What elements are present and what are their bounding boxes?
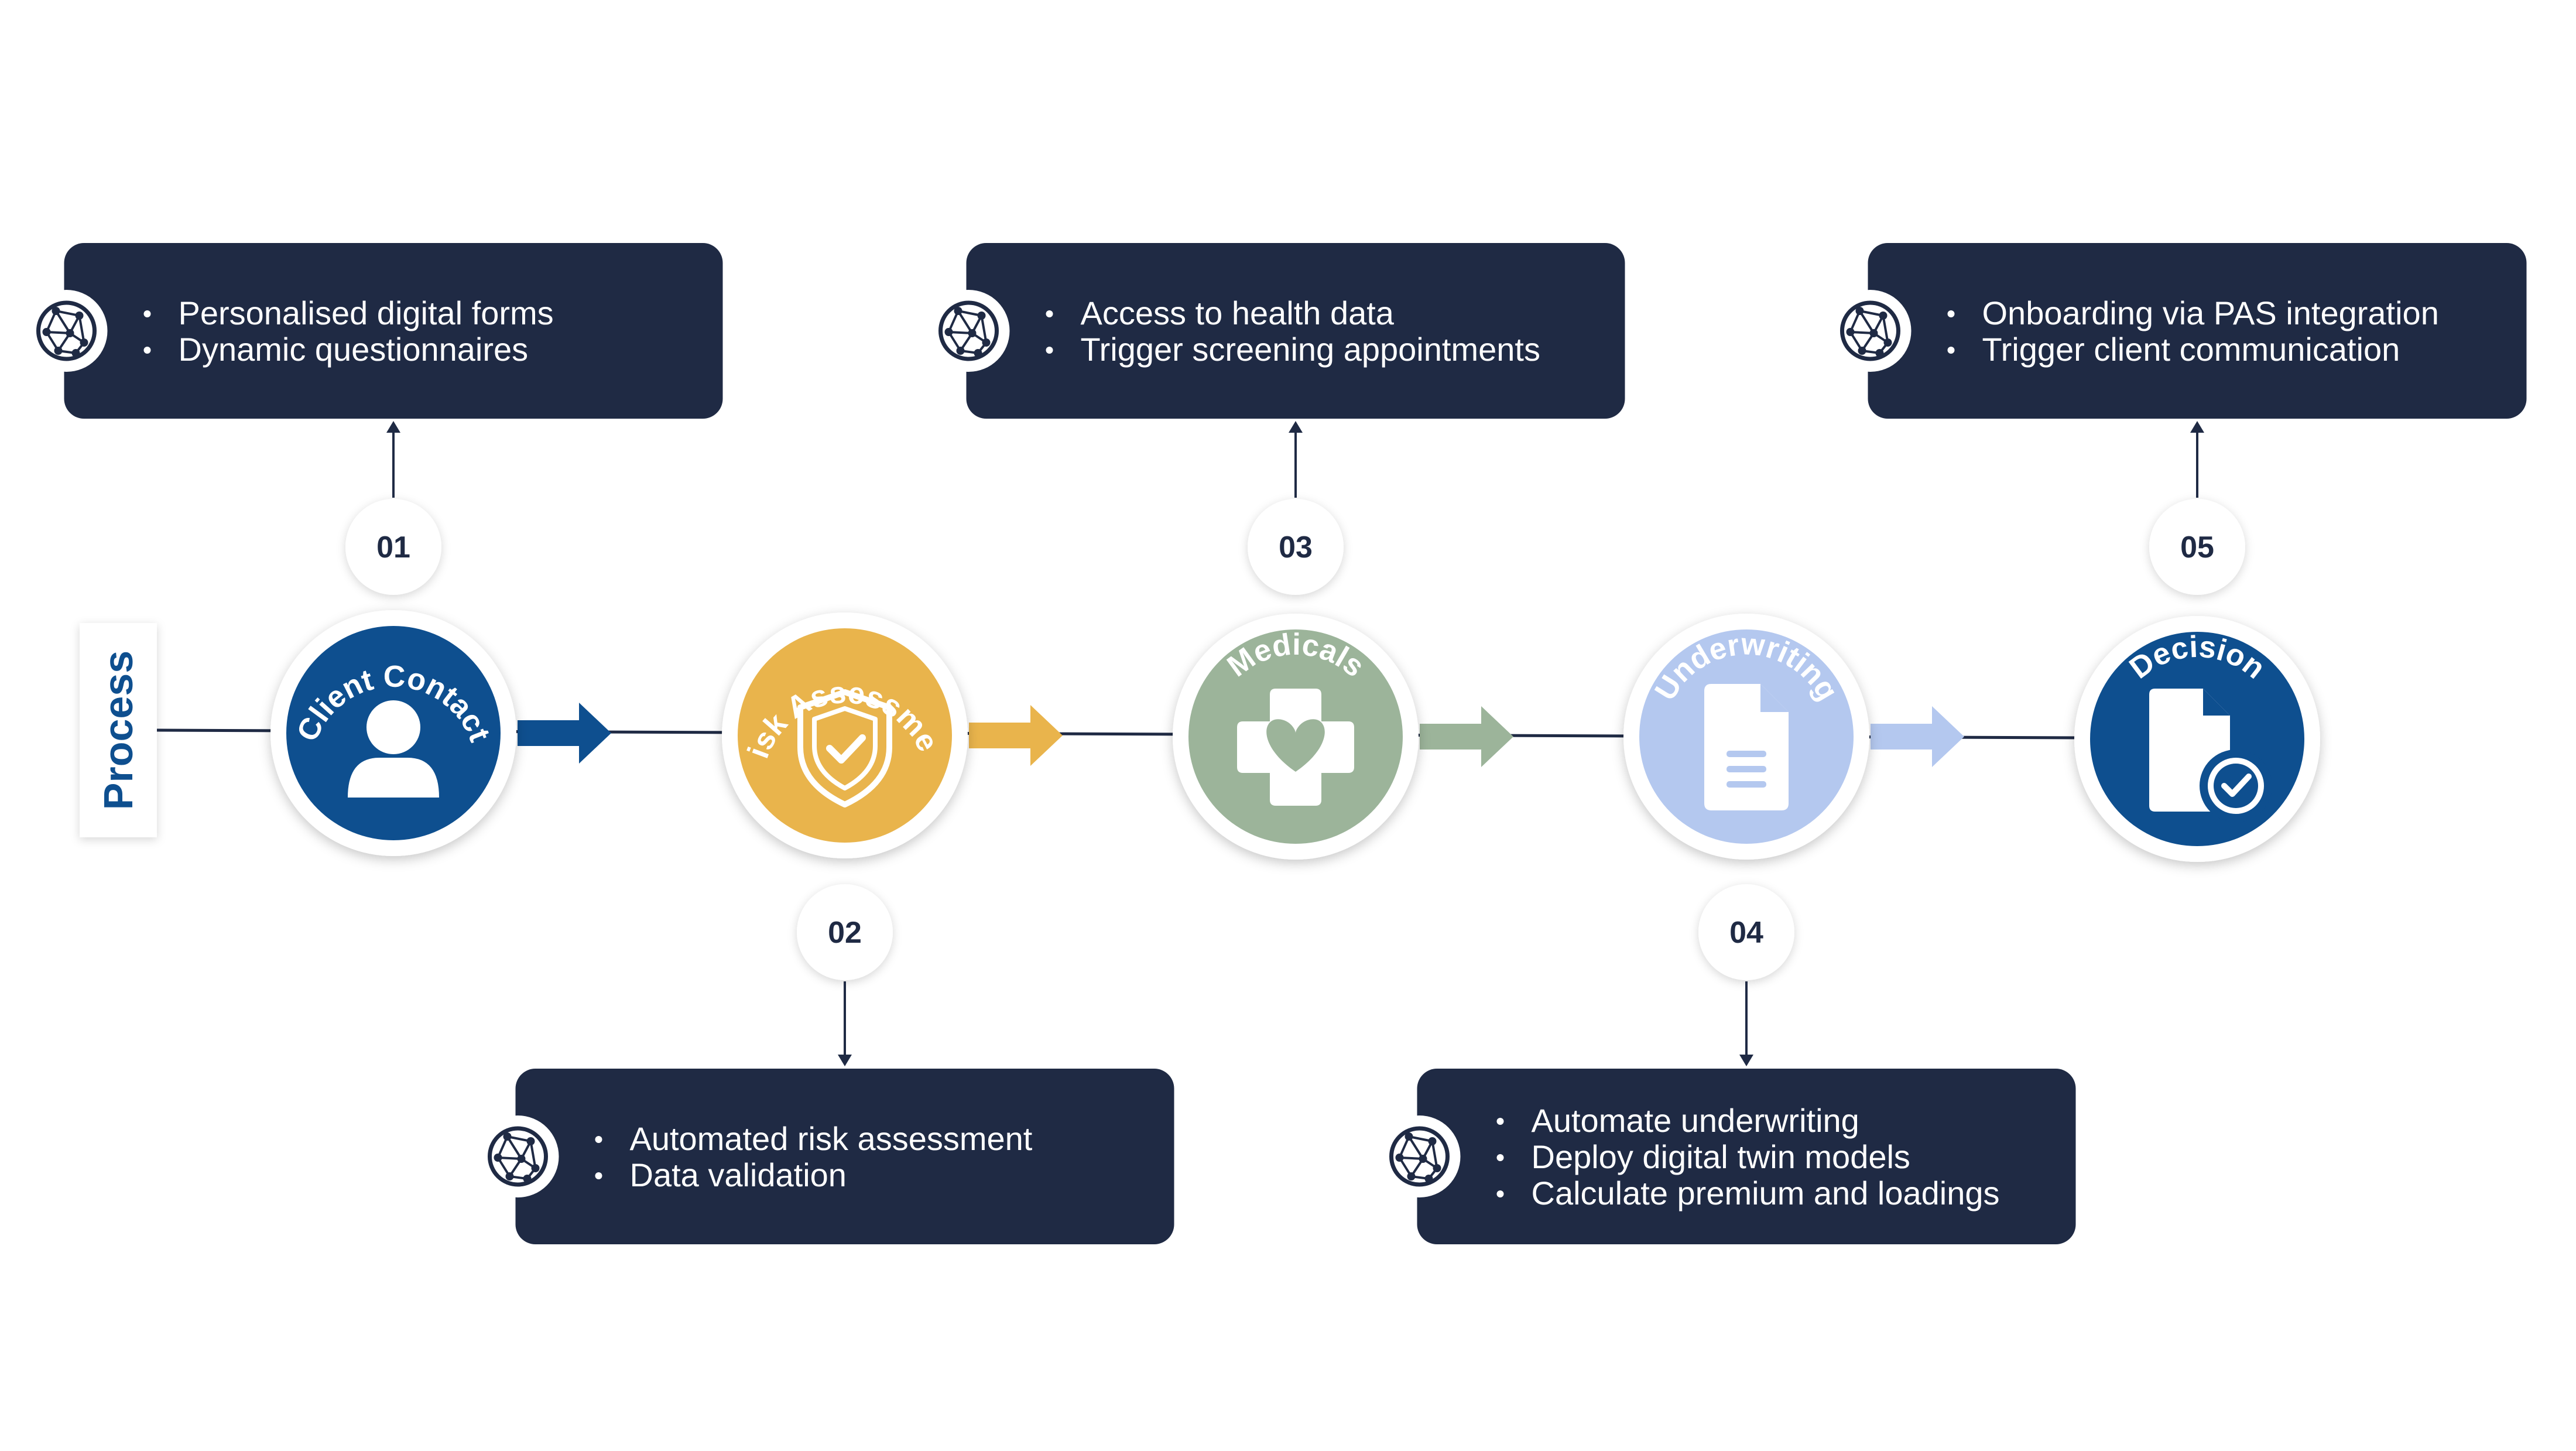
step-number: 05 bbox=[2180, 531, 2214, 564]
process-label: Process bbox=[80, 623, 157, 837]
step-number-bubble bbox=[2149, 499, 2245, 595]
callout-item: Deploy digital twin models bbox=[1532, 1138, 1910, 1175]
step-risk-assessment: Risk Assessment02Automated risk assessme… bbox=[0, 0, 1174, 1244]
person-icon bbox=[348, 700, 439, 798]
process-label-text: Process bbox=[95, 651, 141, 810]
process-label-card bbox=[80, 623, 157, 837]
flow-arrow bbox=[518, 703, 611, 764]
callout-item: Automate underwriting bbox=[1532, 1102, 1859, 1139]
bullet-dot bbox=[143, 310, 151, 317]
step-number-bubble bbox=[345, 499, 441, 595]
flow-arrow bbox=[969, 705, 1063, 766]
medical-cross-heart-icon bbox=[1237, 689, 1354, 806]
callout-item: Trigger client communication bbox=[1982, 331, 2400, 368]
bullet-dot bbox=[1496, 1118, 1504, 1125]
flow-arrow bbox=[1871, 706, 1964, 767]
bullet-dot bbox=[1496, 1154, 1504, 1161]
bullet-dot bbox=[143, 347, 151, 354]
document-icon bbox=[1704, 684, 1789, 810]
callout-item: Data validation bbox=[630, 1156, 847, 1193]
shield-check-icon bbox=[797, 689, 892, 807]
bullet-dot bbox=[1046, 347, 1053, 354]
network-globe-icon bbox=[1829, 290, 1912, 372]
flow-arrow bbox=[1420, 706, 1513, 767]
callout-item: Trigger screening appointments bbox=[1081, 331, 1540, 368]
step-number: 02 bbox=[828, 916, 862, 950]
step-circle bbox=[738, 628, 952, 843]
callout-item: Calculate premium and loadings bbox=[1532, 1175, 2000, 1212]
document-check-icon bbox=[2149, 689, 2272, 822]
callout-item: Access to health data bbox=[1081, 295, 1395, 331]
network-globe-icon bbox=[25, 290, 108, 372]
bullet-dot bbox=[595, 1136, 602, 1143]
callout-item: Dynamic questionnaires bbox=[179, 331, 529, 368]
callout-item: Automated risk assessment bbox=[630, 1120, 1033, 1157]
network-globe-icon bbox=[927, 290, 1010, 372]
step-number: 01 bbox=[376, 531, 410, 564]
network-globe-icon bbox=[477, 1115, 559, 1197]
step-number-bubble bbox=[797, 884, 893, 980]
bullet-dot bbox=[1496, 1190, 1504, 1197]
bullet-dot bbox=[1947, 347, 1955, 354]
step-number: 03 bbox=[1279, 531, 1313, 564]
bullet-dot bbox=[595, 1172, 602, 1179]
step-number-bubble bbox=[1698, 884, 1794, 980]
callout-item: Personalised digital forms bbox=[179, 295, 554, 331]
network-globe-icon bbox=[1378, 1115, 1461, 1197]
callout-item: Onboarding via PAS integration bbox=[1982, 295, 2439, 331]
bullet-dot bbox=[1046, 310, 1053, 317]
step-number-bubble bbox=[1248, 499, 1344, 595]
bullet-dot bbox=[1947, 310, 1955, 317]
step-number: 04 bbox=[1729, 916, 1763, 950]
